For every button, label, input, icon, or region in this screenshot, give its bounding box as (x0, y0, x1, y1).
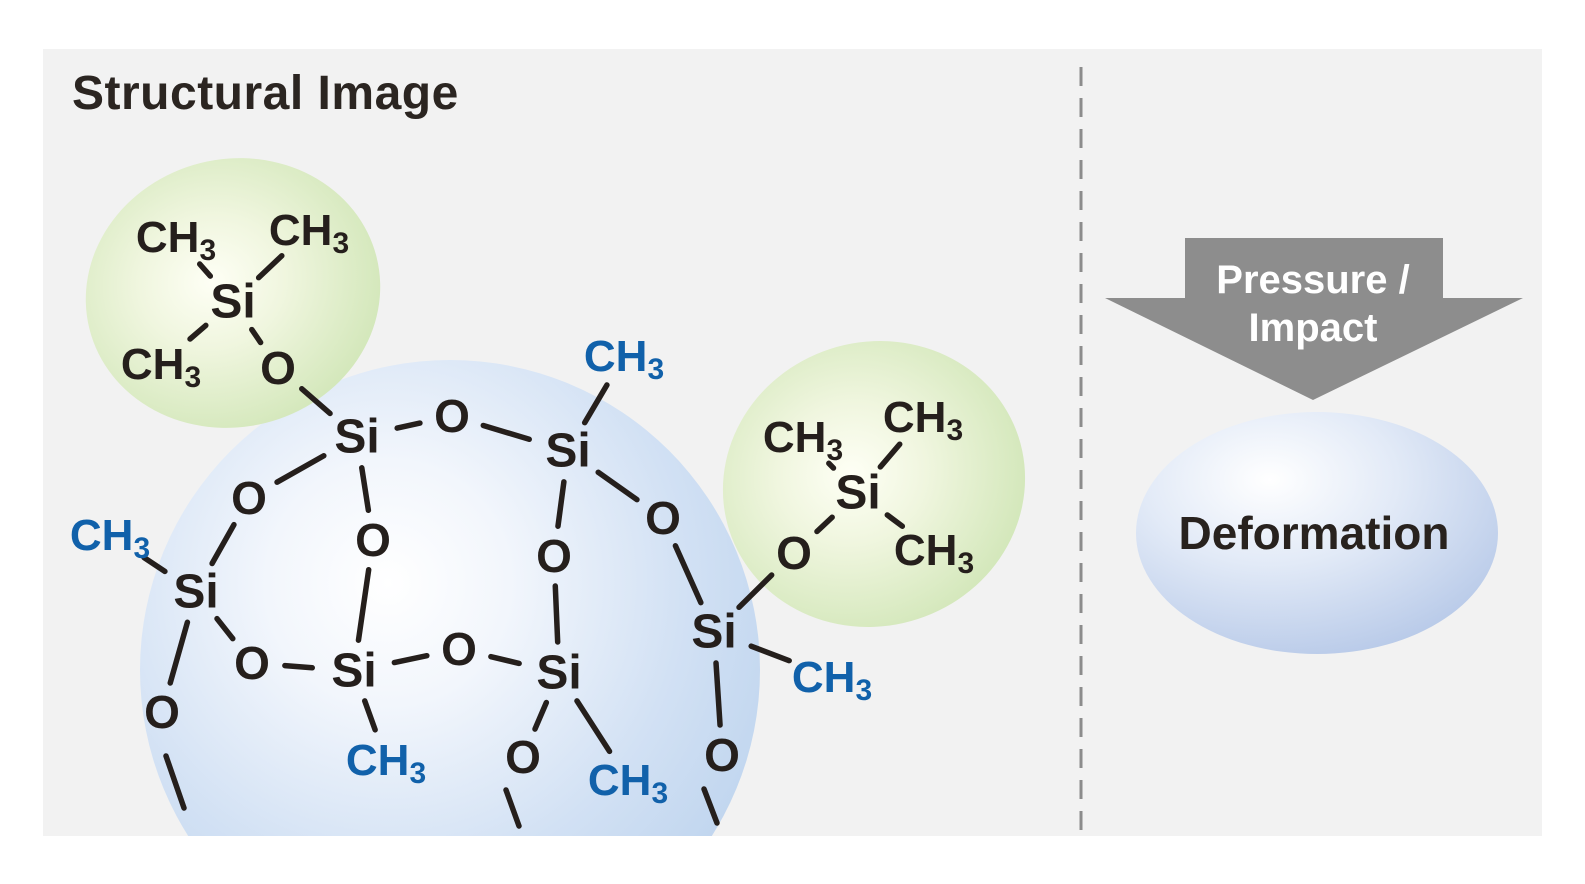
atom-label-o-a10: O (231, 472, 267, 524)
bond-a24-a30 (736, 572, 775, 611)
bond-a6-a10 (274, 452, 327, 485)
atom-label-ch3-a27: CH3 (763, 413, 843, 467)
bond-a27-a29 (826, 460, 837, 471)
atom-label-o-a13: O (645, 492, 681, 544)
bond-a31-a29 (884, 512, 906, 529)
atom-label-o-a20: O (441, 623, 477, 675)
bond-a6-a7 (394, 420, 423, 431)
atom-label-ch3-a23: CH3 (588, 756, 668, 810)
bond-a18-a19 (362, 698, 378, 733)
atom-label-si-a24: Si (691, 606, 736, 659)
atom-label-si-a15: Si (173, 566, 218, 619)
bond-a4-a3 (187, 322, 209, 342)
page-title: Structural Image (72, 67, 459, 120)
bond-a8-a12 (555, 479, 567, 529)
atom-label-o-a26: O (704, 729, 740, 781)
atom-label-o-a22: O (505, 731, 541, 783)
atom-label-o-a12: O (536, 530, 572, 582)
bond-a3-a5 (249, 326, 264, 346)
atom-label-o-a5: O (260, 342, 296, 394)
bond-a8-a13 (595, 469, 640, 503)
atom-label-ch3-a31: CH3 (894, 526, 974, 580)
bond-a9-a8 (581, 382, 610, 426)
bond-a15-a16 (167, 619, 191, 686)
atom-label-o-a11: O (355, 514, 391, 566)
bond-a7-a8 (480, 422, 532, 443)
bond-a15-a17 (214, 615, 236, 642)
bond-a13-a24 (672, 543, 704, 606)
atom-label-ch3-a1: CH3 (136, 213, 216, 267)
deformation-label: Deformation (1179, 507, 1450, 559)
bond-a2-a3 (255, 253, 285, 281)
deformation-ellipse (1136, 412, 1498, 654)
bond-a24-a26 (713, 660, 723, 728)
atom-label-ch3-a25: CH3 (792, 653, 872, 707)
dangling-bond-2 (503, 787, 522, 829)
atom-label-ch3-a9: CH3 (584, 332, 664, 386)
bond-a21-a12 (552, 583, 561, 645)
bond-a21-a22 (532, 699, 550, 732)
trimethylsilyl-highlight-1 (85, 158, 381, 428)
bond-a21-a23 (574, 698, 613, 755)
atom-label-si-a21: Si (536, 647, 581, 700)
atom-label-si-a29: Si (835, 467, 880, 520)
bond-a11-a18 (355, 566, 372, 643)
bond-a20-a21 (488, 653, 522, 667)
deformation-blob: Deformation (1136, 412, 1498, 654)
atom-label-ch3-a19: CH3 (346, 736, 426, 790)
pressure-impact-arrow: Pressure / Impact (1105, 238, 1523, 400)
atom-label-o-a30: O (776, 527, 812, 579)
bond-a24-a25 (748, 643, 792, 664)
bond-a1-a3 (196, 261, 214, 279)
dangling-bond-1 (163, 753, 187, 811)
bond-a18-a20 (391, 652, 430, 666)
bond-a28-a29 (877, 441, 903, 470)
atom-label-si-a18: Si (331, 645, 376, 698)
pressure-arrow-line2: Impact (1249, 306, 1378, 350)
atom-label-ch3-a4: CH3 (121, 340, 201, 394)
bond-a14-a15 (141, 554, 168, 575)
bond-a6-a11 (359, 465, 372, 514)
atom-label-si-a6: Si (334, 411, 379, 464)
atom-label-ch3-a28: CH3 (883, 393, 963, 447)
atom-label-o-a17: O (234, 637, 270, 689)
bond-a29-a30 (814, 514, 835, 535)
atom-label-o-a16: O (144, 686, 180, 738)
bond-a10-a15 (209, 521, 237, 567)
bond-a17-a18 (282, 662, 315, 671)
atom-label-ch3-a2: CH3 (269, 206, 349, 260)
down-arrow-icon (1105, 238, 1523, 400)
dangling-bond-3 (701, 786, 720, 826)
atom-label-si-a8: Si (545, 425, 590, 478)
bond-a5-a6 (299, 386, 333, 417)
atom-label-o-a7: O (434, 390, 470, 442)
pressure-arrow-line1: Pressure / (1216, 258, 1409, 302)
atom-label-ch3-a14: CH3 (70, 511, 150, 565)
trimethylsilyl-highlight-2 (722, 341, 1026, 627)
atom-label-si-a3: Si (210, 276, 255, 329)
